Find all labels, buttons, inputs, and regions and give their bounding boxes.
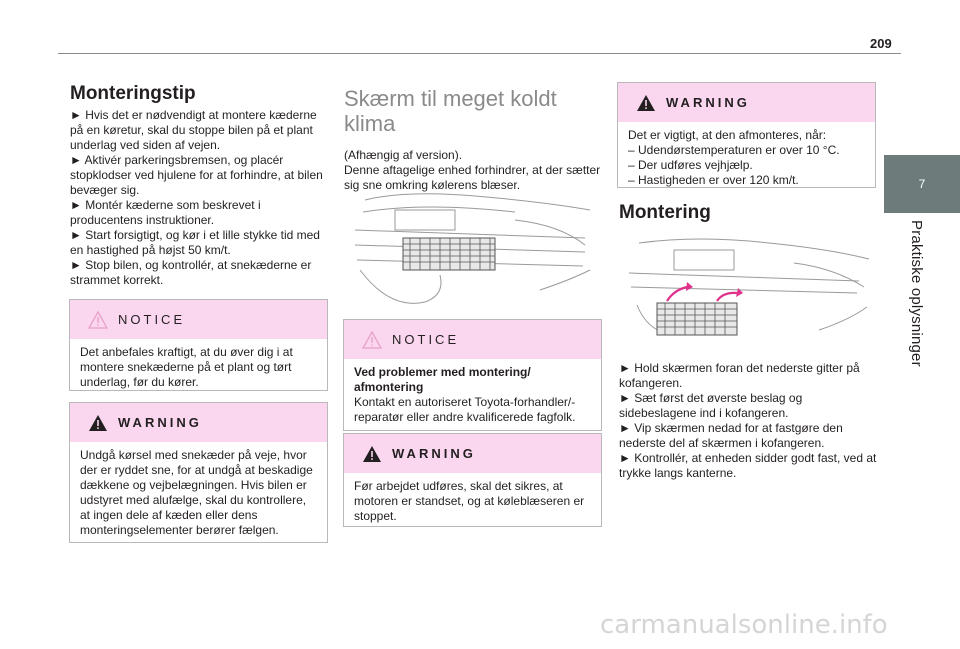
watermark: carmanualsonline.info xyxy=(600,610,888,640)
notice-box: NOTICE Det anbefales kraftigt, at du øve… xyxy=(69,299,328,391)
step: ► Hold skærmen foran det nederste gitter… xyxy=(619,361,860,390)
paragraph: ► Stop bilen, og kontrollér, at snekæder… xyxy=(70,258,312,287)
paragraph: ► Montér kæderne som beskrevet i produce… xyxy=(70,198,261,227)
page-number: 209 xyxy=(870,36,892,51)
column-2: Skærm til meget koldt klima (Afhængig af… xyxy=(344,86,602,193)
bumper-screen-illustration xyxy=(354,193,591,304)
section-heading-monteringstip: Monteringstip xyxy=(70,83,196,104)
notice-header: NOTICE xyxy=(70,300,327,339)
warning-box: WARNING Det er vigtigt, at den afmontere… xyxy=(617,82,876,188)
notice-text: Kontakt en autoriseret Toyota-forhandler… xyxy=(354,395,576,424)
warning-title: WARNING xyxy=(118,415,202,430)
paragraph: (Afhængig af version). xyxy=(344,148,463,162)
warning-list-item: – Hastigheden er over 120 km/t. xyxy=(628,173,799,187)
warning-triangle-icon xyxy=(363,445,381,462)
warning-text: Før arbejdet udføres, skal det sikres, a… xyxy=(354,479,585,523)
chapter-tab[interactable]: 7 xyxy=(884,155,960,213)
warning-title: WARNING xyxy=(392,446,476,461)
warning-box: WARNING Undgå kørsel med snekæder på vej… xyxy=(69,402,328,543)
notice-title: NOTICE xyxy=(118,312,186,327)
warning-box: WARNING Før arbejdet udføres, skal det s… xyxy=(343,433,602,527)
header-rule xyxy=(58,53,901,54)
warning-triangle-icon xyxy=(637,94,655,111)
notice-triangle-icon xyxy=(362,330,382,349)
notice-bold-text: Ved problemer med montering/ afmontering xyxy=(354,365,531,394)
notice-text: Det anbefales kraftigt, at du øver dig i… xyxy=(80,345,293,389)
warning-text: Det er vigtigt, at den afmonteres, når: xyxy=(628,128,827,142)
column-1: Monteringstip ► Hvis det er nødvendigt a… xyxy=(70,83,328,288)
chapter-number: 7 xyxy=(918,177,926,191)
notice-title: NOTICE xyxy=(392,332,460,347)
notice-header: NOTICE xyxy=(344,320,601,359)
notice-box: NOTICE Ved problemer med montering/ afmo… xyxy=(343,319,602,431)
paragraph: Denne aftagelige enhed forhindrer, at de… xyxy=(344,163,601,192)
warning-header: WARNING xyxy=(70,403,327,442)
warning-list-item: – Der udføres vejhjælp. xyxy=(628,158,753,172)
step: ► Vip skærmen nedad for at fastgøre den … xyxy=(619,421,843,450)
warning-list-item: – Udendørstemperaturen er over 10 °C. xyxy=(628,143,840,157)
step: ► Kontrollér, at enheden sidder godt fas… xyxy=(619,451,877,480)
warning-header: WARNING xyxy=(618,83,875,122)
warning-text: Undgå kørsel med snekæder på veje, hvor … xyxy=(80,448,313,537)
column-3: Montering xyxy=(619,202,877,223)
paragraph: ► Aktivér parkeringsbremsen, og placér s… xyxy=(70,153,323,197)
mounting-illustration xyxy=(628,238,870,336)
warning-triangle-icon xyxy=(89,414,107,431)
warning-header: WARNING xyxy=(344,434,601,473)
step: ► Sæt først det øverste beslag og sidebe… xyxy=(619,391,803,420)
paragraph: ► Hvis det er nødvendigt at montere kæde… xyxy=(70,108,317,152)
paragraph: ► Start forsigtigt, og kør i et lille st… xyxy=(70,228,320,257)
chapter-title: Praktiske oplysninger xyxy=(908,220,925,367)
section-heading-montering: Montering xyxy=(619,202,711,223)
notice-triangle-icon xyxy=(88,310,108,329)
mounting-steps: ► Hold skærmen foran det nederste gitter… xyxy=(619,361,877,481)
warning-title: WARNING xyxy=(666,95,750,110)
section-heading-skaerm: Skærm til meget koldt klima xyxy=(344,86,557,136)
